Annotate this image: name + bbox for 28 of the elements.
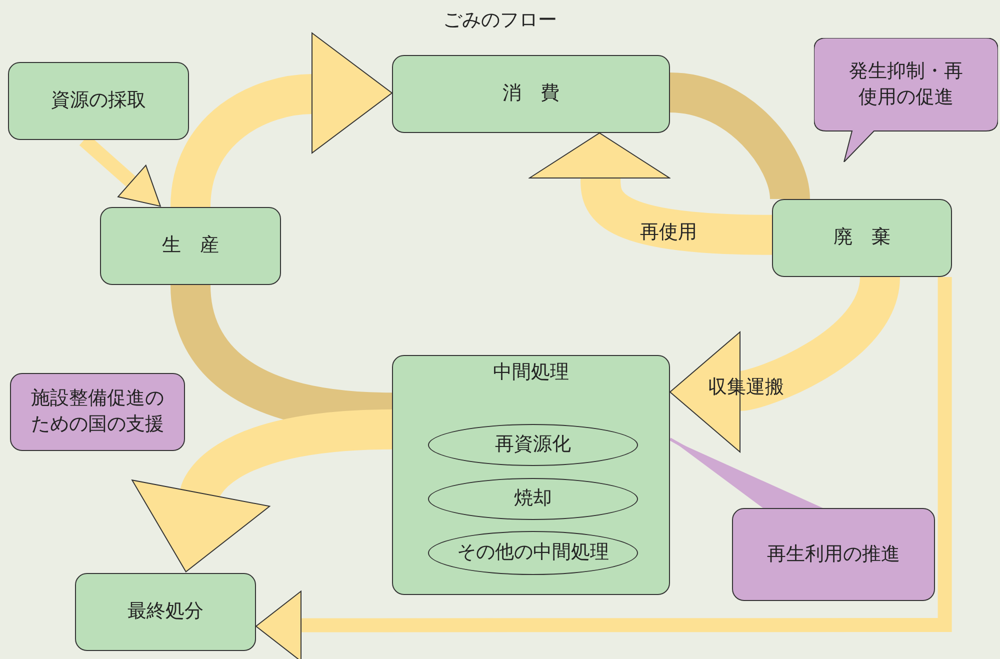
block-arrow: [670, 274, 900, 452]
block-arrow: [529, 132, 772, 255]
node-text: 発生抑制・再使用の促進: [848, 58, 964, 110]
node-text: 再生利用の推進: [767, 542, 900, 567]
process-box: [392, 55, 670, 133]
node-text: 廃 棄: [834, 225, 890, 250]
block-arrow: [132, 409, 393, 571]
speech-bubble: [814, 38, 998, 162]
process-box: [8, 62, 189, 140]
node-text: 中間処理: [493, 360, 569, 385]
node-text: 再資源化: [495, 432, 571, 458]
process-group-box: [392, 355, 670, 595]
diagram-title: ごみのフロー: [442, 8, 558, 33]
process-box: [75, 573, 256, 651]
node-text: 焼却: [514, 486, 552, 512]
block-arrow: [170, 32, 392, 208]
node-text: 生 産: [162, 233, 219, 258]
node-text: 消 費: [502, 81, 560, 106]
process-box: [100, 207, 281, 285]
edge-label: 再使用: [640, 220, 697, 245]
callout-box: [732, 508, 935, 601]
node-text: その他の中間処理: [457, 540, 609, 566]
node-text: 施設整備促進のための国の支援: [30, 386, 165, 437]
block-arrow: [256, 277, 952, 659]
process-box: [772, 199, 952, 277]
node-text: 資源の採取: [51, 88, 146, 114]
node-text: 最終処分: [128, 599, 204, 624]
callout-box: [10, 373, 185, 451]
